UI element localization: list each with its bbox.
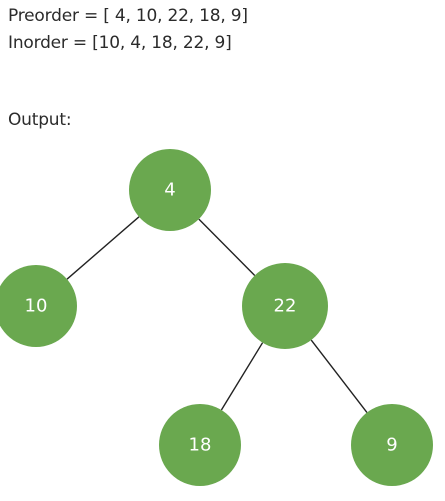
tree-node-9: 9 (351, 404, 433, 486)
tree-node-circle (351, 404, 433, 486)
tree-node-label: 4 (164, 180, 175, 201)
tree-node-18: 18 (159, 404, 241, 486)
tree-edge-n22-n9 (310, 339, 368, 413)
tree-edge-n22-n18 (220, 342, 264, 411)
inorder-text: Inorder = [10, 4, 18, 22, 9] (8, 33, 232, 53)
tree-node-circle (0, 265, 77, 347)
tree-node-22: 22 (242, 263, 328, 349)
tree-edges (66, 216, 368, 413)
tree-edge-n4-n22 (198, 218, 256, 276)
tree-node-circle (159, 404, 241, 486)
tree-node-label: 18 (189, 435, 212, 456)
output-label: Output: (8, 110, 72, 130)
tree-node-label: 22 (274, 296, 297, 317)
preorder-text: Preorder = [ 4, 10, 22, 18, 9] (8, 6, 248, 26)
tree-node-label: 9 (386, 435, 397, 456)
tree-node-circle (129, 149, 211, 231)
tree-node-label: 10 (25, 296, 48, 317)
tree-node-10: 10 (0, 265, 77, 347)
tree-node-circle (242, 263, 328, 349)
tree-nodes: 4 10 22 18 9 (0, 149, 433, 486)
tree-node-4: 4 (129, 149, 211, 231)
tree-edge-n4-n10 (66, 216, 140, 280)
